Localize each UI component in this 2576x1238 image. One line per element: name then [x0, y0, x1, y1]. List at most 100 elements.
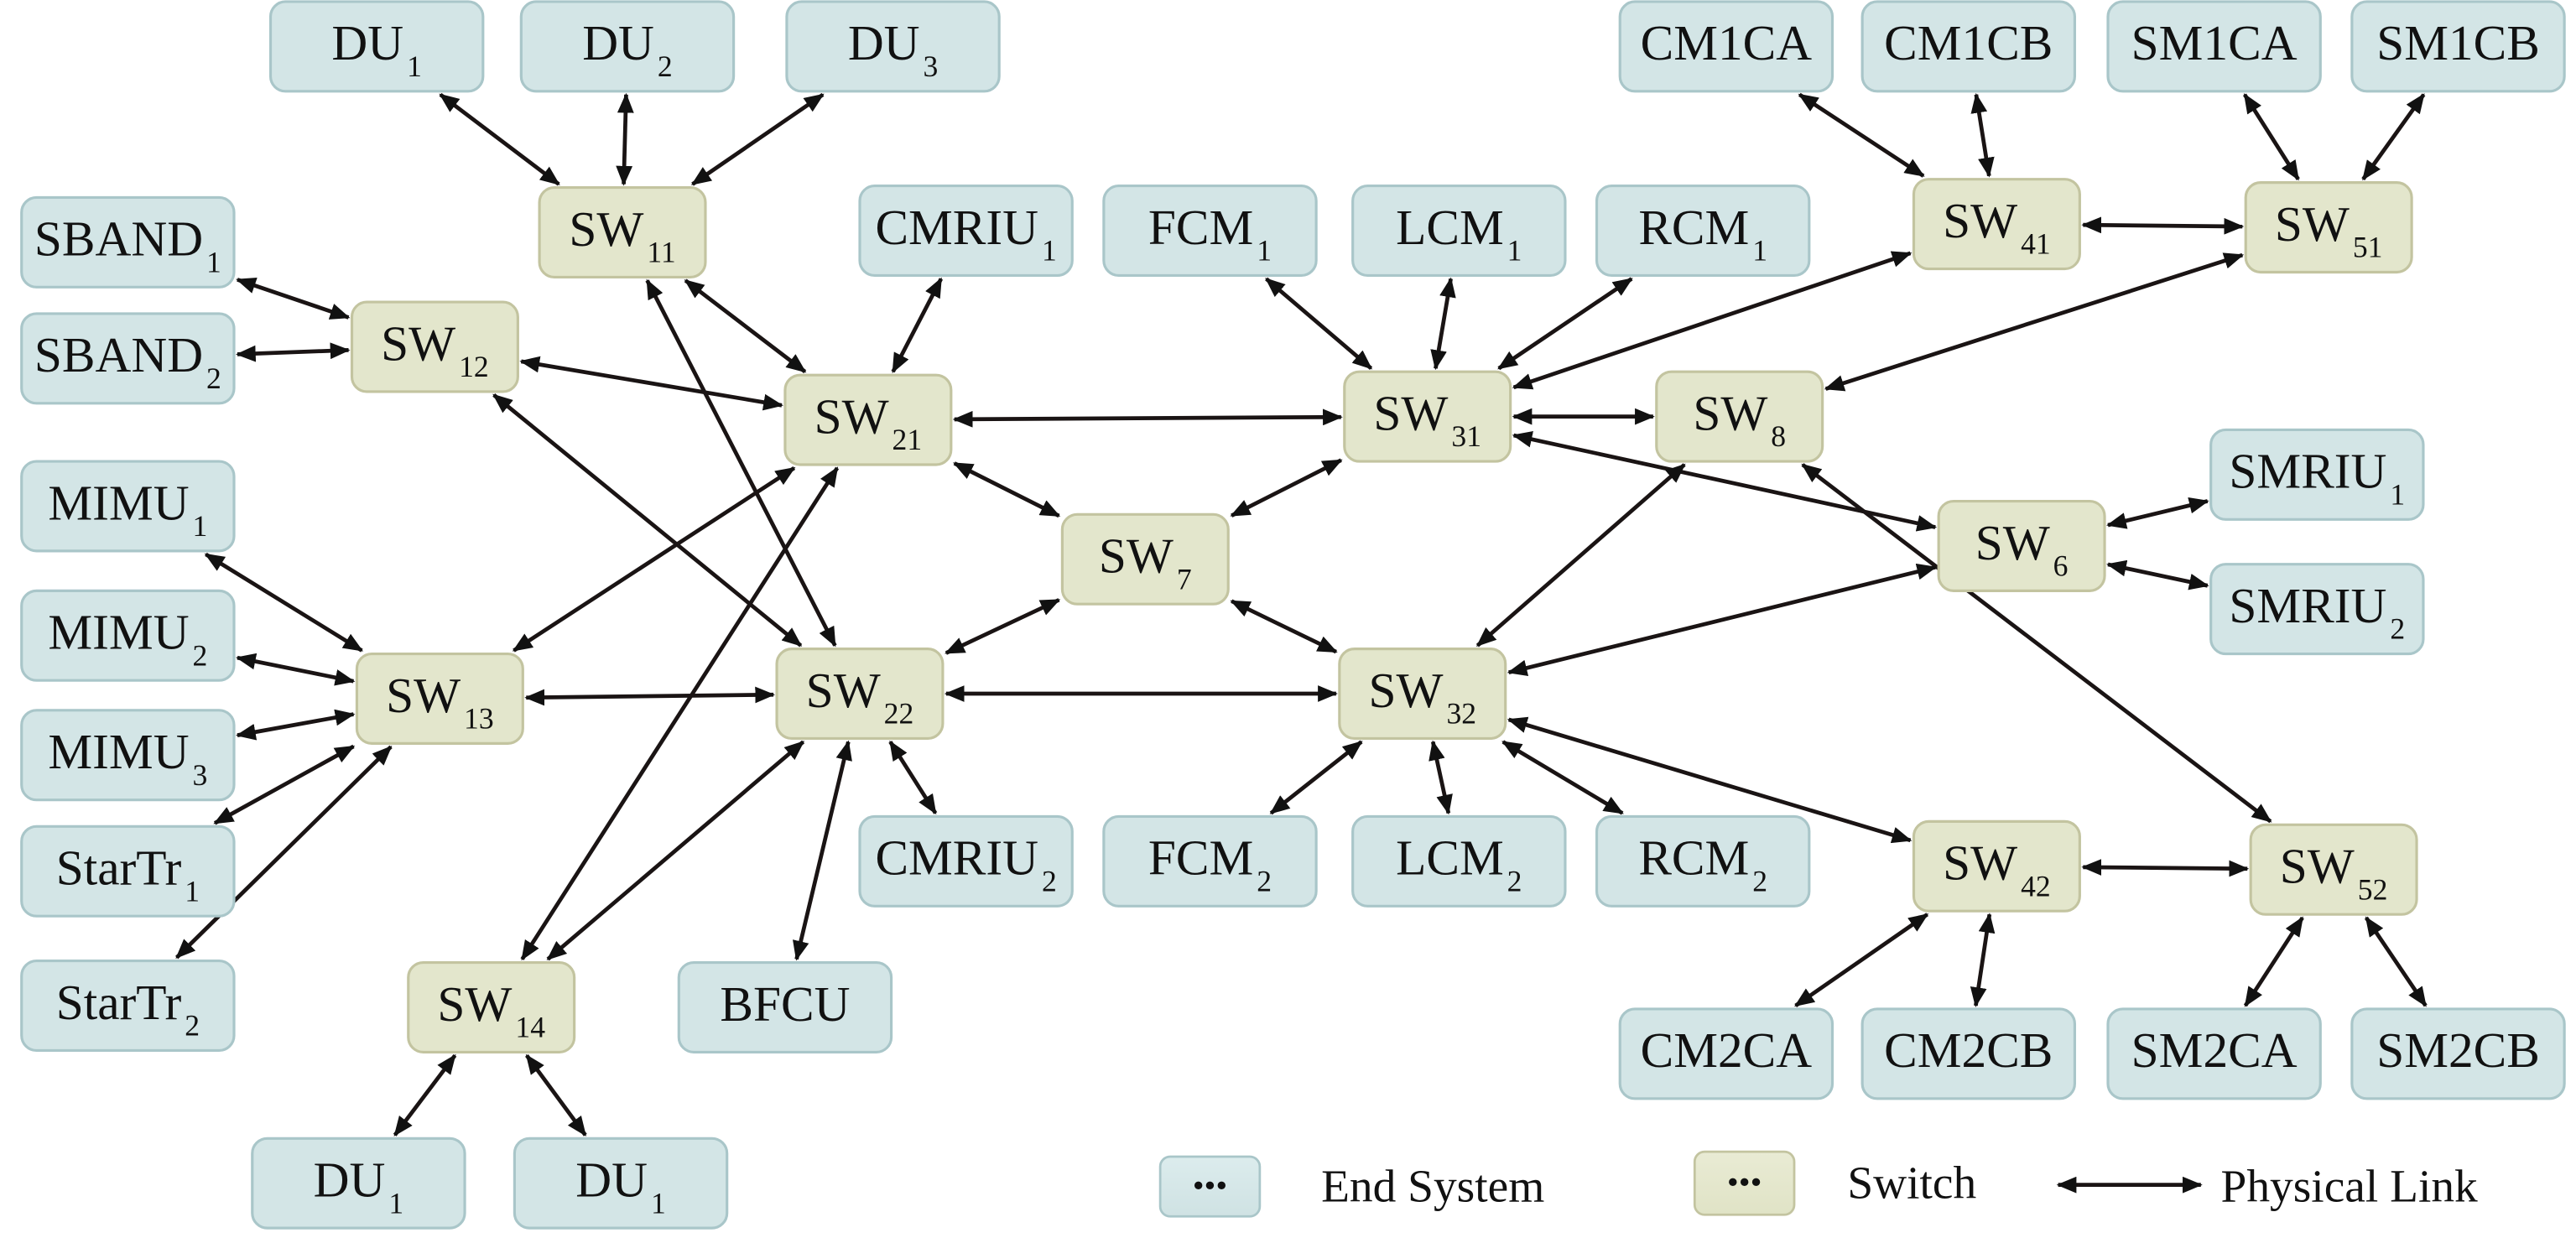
- link-sband2-sw12: [235, 342, 351, 362]
- link-sw6-smriu1: [2106, 497, 2209, 529]
- node-label-subscript: 8: [1771, 419, 1786, 453]
- link-sm1ca-sw51: [2242, 93, 2300, 181]
- node-box: [20, 589, 236, 682]
- legend-switch-swatch: [1693, 1150, 1796, 1216]
- node-box: [355, 652, 524, 745]
- node-label-main: DU: [314, 1152, 386, 1208]
- node-label-main: MIMU: [48, 724, 189, 779]
- node-label-subscript: 41: [2021, 227, 2051, 261]
- end-system-node-bfcu: BFCU: [677, 960, 893, 1053]
- node-box: [1912, 178, 2081, 271]
- node-label-subscript: 1: [1257, 234, 1272, 268]
- node-label-subscript: 51: [2353, 231, 2383, 264]
- node-label-main: SM1CA: [2131, 15, 2298, 70]
- node-box: [407, 960, 576, 1053]
- link-sw52-sm2ca: [2243, 916, 2304, 1007]
- node-box: [1102, 814, 1318, 908]
- node-label-main: SW: [1368, 663, 1443, 718]
- node-label-main: MIMU: [48, 605, 189, 660]
- node-label-main: LCM: [1396, 200, 1504, 255]
- node-box: [2244, 181, 2413, 274]
- node-label-main: RCM: [1638, 200, 1749, 255]
- node-label-main: CM1CA: [1641, 15, 1813, 70]
- node-box: [20, 312, 236, 405]
- legend-end-system-label: End System: [1321, 1160, 1544, 1211]
- node-label: CM1CA: [1641, 15, 1813, 70]
- node-label-main: FCM: [1148, 830, 1253, 886]
- link-cm1ca-sw41: [1798, 92, 1925, 178]
- node-box: [858, 814, 1074, 908]
- node-box: [783, 373, 953, 466]
- link-sw32-rcm2: [1501, 740, 1624, 815]
- link-sw14-du1_bl: [393, 1053, 457, 1137]
- link-sw32-fcm2: [1269, 740, 1363, 815]
- node-label-main: SW: [569, 201, 643, 257]
- node-label-main: SMRIU: [2229, 444, 2386, 499]
- node-label-main: SW: [2275, 196, 2350, 252]
- link-sw32-lcm2: [1429, 740, 1453, 815]
- link-sw8-sw52: [1801, 463, 2272, 824]
- node-label-subscript: 2: [206, 362, 221, 395]
- end-system-node-cm1cb: CM1CB: [1860, 0, 2077, 93]
- end-system-node-cm1ca: CM1CA: [1618, 0, 1834, 93]
- end-system-node-cm2cb: CM2CB: [1860, 1007, 2077, 1100]
- node-label-main: DU: [582, 15, 654, 70]
- link-sw22-sw14: [546, 740, 805, 961]
- link-mimu1-sw13: [204, 552, 364, 653]
- link-sw21-sw31: [952, 408, 1343, 428]
- legend-switch: ••• Switch: [1693, 1150, 1976, 1216]
- legend-link-label: Physical Link: [2221, 1160, 2478, 1211]
- node-box: [2209, 428, 2425, 521]
- node-label-main: DU: [575, 1152, 648, 1208]
- node-box: [2350, 0, 2566, 93]
- node-label-subscript: 1: [407, 49, 422, 83]
- node-label-main: CMRIU: [875, 830, 1038, 886]
- node-box: [1102, 185, 1318, 278]
- node-box: [513, 1137, 729, 1230]
- node-label: SM2CB: [2376, 1022, 2540, 1078]
- node-label-subscript: 6: [2053, 549, 2069, 583]
- link-sw8-sw32: [1475, 463, 1686, 648]
- node-box: [1655, 370, 1824, 463]
- node-box: [20, 195, 236, 289]
- node-box: [20, 709, 236, 802]
- node-box: [1937, 499, 2106, 592]
- node-label-main: MIMU: [48, 475, 189, 530]
- node-label-subscript: 1: [193, 509, 208, 543]
- legend-link: Physical Link: [2056, 1160, 2478, 1211]
- node-box: [251, 1137, 466, 1230]
- node-label-main: SMRIU: [2229, 578, 2386, 633]
- node-label-subscript: 32: [1446, 697, 1476, 731]
- link-du2-sw11: [616, 92, 634, 186]
- node-label: SM1CA: [2131, 15, 2298, 70]
- node-box: [2249, 823, 2418, 916]
- node-box: [2350, 1007, 2566, 1100]
- node-label-subscript: 2: [185, 1009, 200, 1043]
- node-box: [2106, 1007, 2322, 1100]
- link-sw22-cmriu2: [888, 740, 938, 815]
- link-sw52-sm2cb: [2364, 916, 2428, 1007]
- link-sw22-bfcu: [793, 740, 852, 961]
- node-label-main: CM2CB: [1884, 1022, 2053, 1078]
